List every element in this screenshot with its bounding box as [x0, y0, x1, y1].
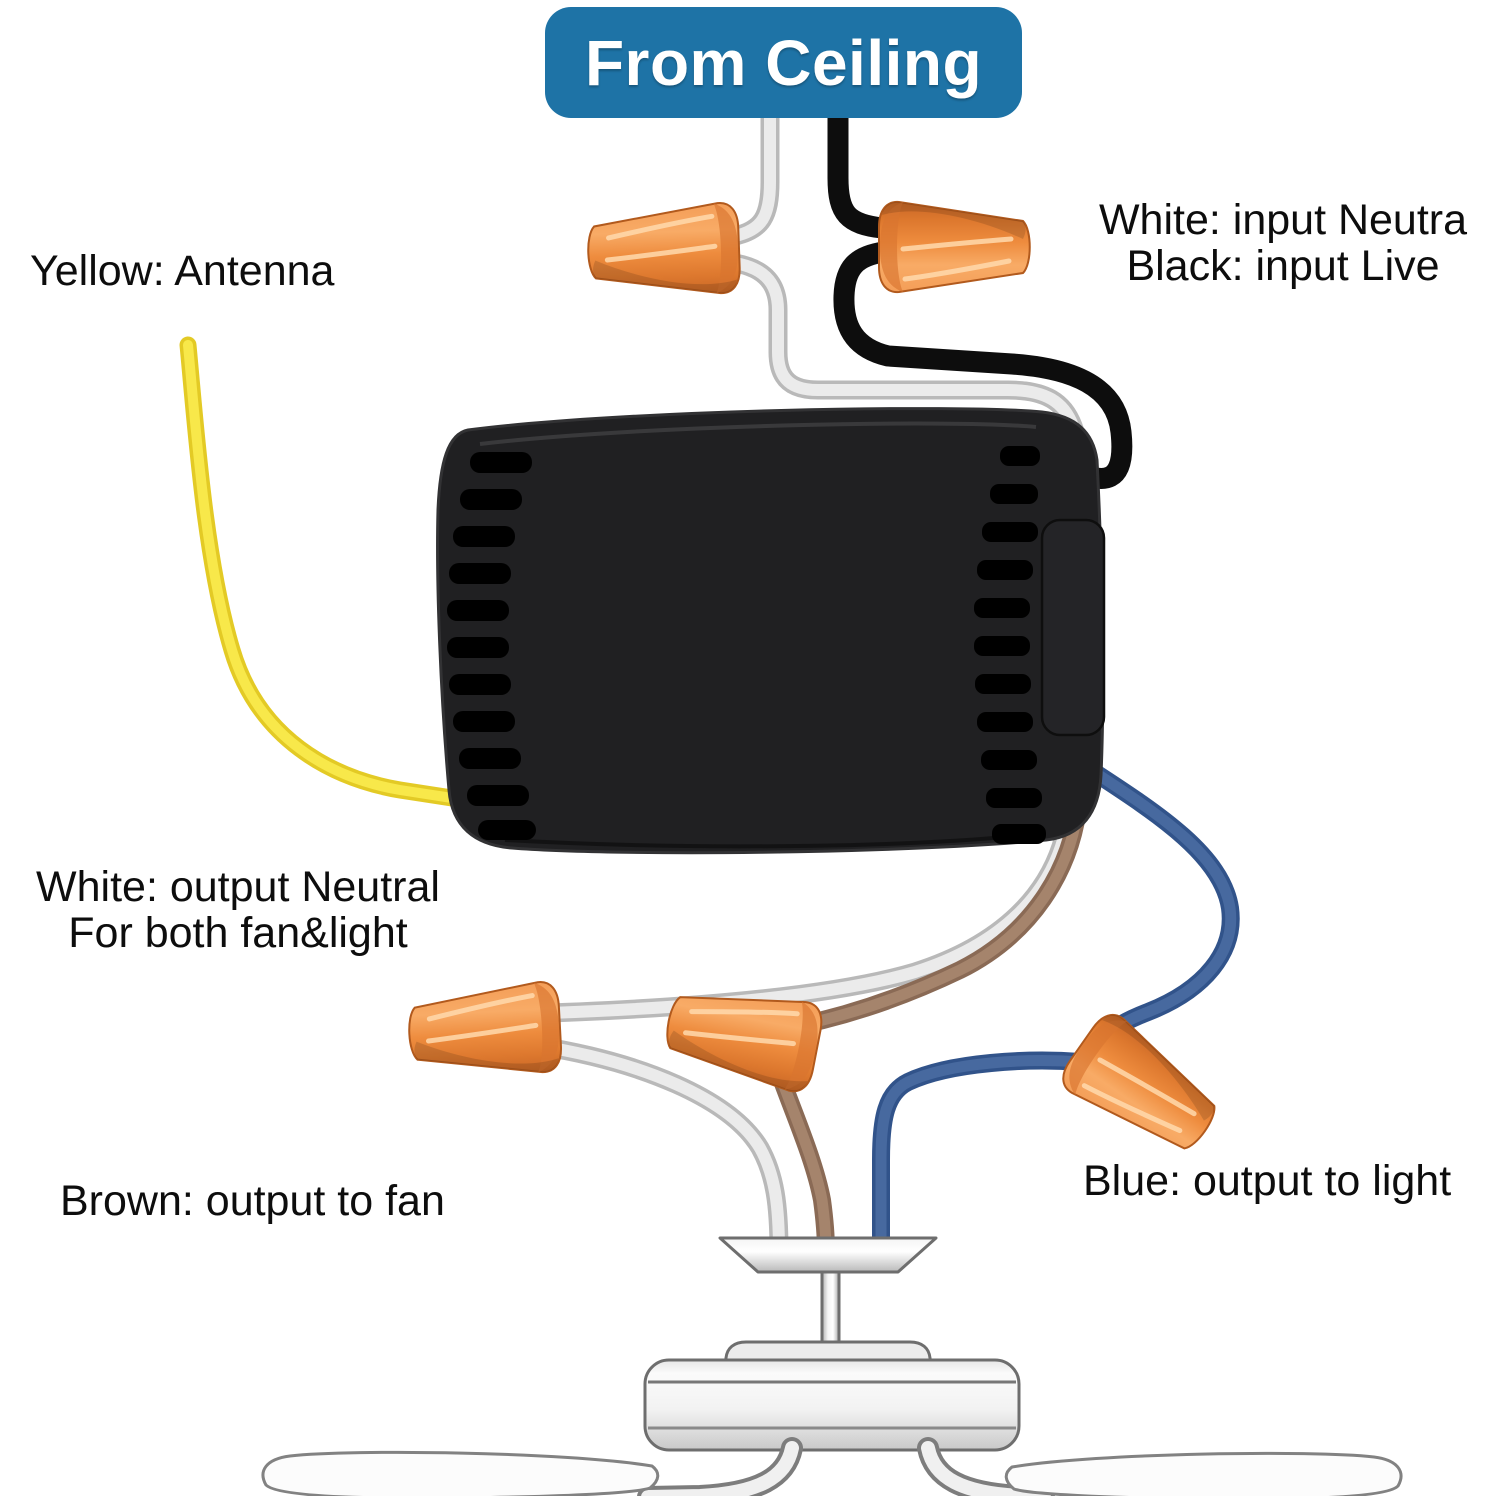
fan-motor-housing	[643, 1358, 1021, 1452]
ceiling-fan	[261, 1236, 1403, 1496]
output-brown-wire	[767, 791, 1088, 1261]
receiver-clip	[1040, 518, 1106, 737]
input-white-label-text: White: input Neutra	[1098, 196, 1468, 244]
antenna-wire	[179, 336, 461, 807]
from-ceiling-label: From Ceiling	[545, 7, 1022, 118]
fan-canopy	[718, 1236, 938, 1274]
fan-blade-arms	[637, 1437, 1055, 1496]
antenna-label: Yellow: Antenna	[30, 248, 334, 294]
from-ceiling-text: From Ceiling	[584, 26, 983, 99]
wire-nut-output-light	[1056, 1008, 1231, 1168]
output-neutral-label-line2: For both fan&light	[68, 909, 408, 957]
output-fan-label-text: Brown: output to fan	[60, 1177, 445, 1225]
input-black-label-text: Black: input Live	[1126, 242, 1440, 290]
output-light-label: Blue: output to light	[1083, 1158, 1451, 1204]
fan-downrod	[820, 1270, 841, 1348]
wire-nut-output-neutral	[407, 981, 562, 1079]
wire-nut-input-live	[879, 202, 1030, 292]
wire-nut-input-neutral	[587, 202, 741, 297]
output-neutral-label: White: output Neutral For both fan&light	[20, 864, 456, 956]
output-fan-label: Brown: output to fan	[60, 1178, 445, 1224]
output-neutral-label-line1: White: output Neutral	[36, 863, 440, 911]
receiver-shell	[436, 407, 1105, 855]
input-wires-label: White: input Neutra Black: input Live	[1082, 197, 1484, 289]
vent-slots-right	[974, 446, 1046, 844]
antenna-label-text: Yellow: Antenna	[30, 247, 335, 295]
fan-blade-right	[1004, 1451, 1403, 1496]
receiver-box	[436, 407, 1106, 855]
output-light-label-text: Blue: output to light	[1083, 1157, 1452, 1205]
vent-slots-left	[447, 452, 536, 840]
fan-blade-left	[261, 1450, 660, 1496]
